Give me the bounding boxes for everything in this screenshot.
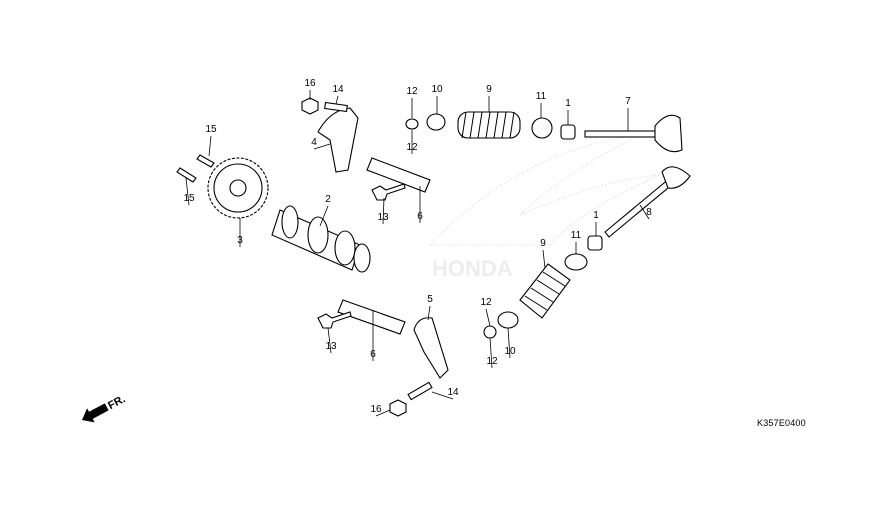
part-callout-4[interactable]: 4 <box>311 137 317 148</box>
part-callout-11[interactable]: 11 <box>571 230 582 241</box>
part-callout-1[interactable]: 1 <box>565 98 571 109</box>
part-callout-12[interactable]: 12 <box>480 297 492 308</box>
part-callout-6[interactable]: 6 <box>417 211 423 222</box>
spring-seat <box>531 117 553 139</box>
front-direction-label: FR. <box>106 393 127 412</box>
bolt <box>371 183 406 201</box>
bolt <box>317 311 352 329</box>
rocker-shaft <box>337 299 406 335</box>
part-callout-12[interactable]: 12 <box>406 142 418 153</box>
valve-spring <box>457 111 521 139</box>
valve-cotter <box>483 325 497 339</box>
part-callout-2[interactable]: 2 <box>325 194 331 205</box>
part-callout-3[interactable]: 3 <box>237 235 243 246</box>
leader-lines <box>185 90 650 417</box>
honda-wing-watermark: HONDA <box>428 134 661 281</box>
part-callout-11[interactable]: 11 <box>536 91 547 102</box>
part-callout-5[interactable]: 5 <box>427 294 433 305</box>
part-callout-10[interactable]: 10 <box>504 346 516 357</box>
part-callout-1[interactable]: 1 <box>593 210 599 221</box>
part-callout-12[interactable]: 12 <box>406 86 418 97</box>
valve-cotter <box>405 118 419 130</box>
stem-seal <box>560 124 576 140</box>
leader-line <box>327 327 332 354</box>
nut <box>301 97 319 115</box>
part-callout-13[interactable]: 13 <box>325 341 337 352</box>
cam-sprocket <box>207 157 269 219</box>
leader-line <box>382 197 385 225</box>
part-callout-12[interactable]: 12 <box>486 356 498 367</box>
front-direction-arrow-icon: FR. <box>82 393 127 423</box>
adjusting-screw <box>324 101 348 113</box>
leader-line <box>208 135 212 157</box>
stem-seal <box>587 235 603 251</box>
leader-line <box>431 391 454 400</box>
part-callout-6[interactable]: 6 <box>370 349 376 360</box>
spring-retainer <box>426 113 446 131</box>
honda-watermark-text: HONDA <box>432 256 513 281</box>
nut <box>389 399 407 417</box>
valve-intake <box>604 166 691 238</box>
rocker-arm <box>317 107 359 173</box>
rocker-arm <box>413 317 449 379</box>
part-callout-9[interactable]: 9 <box>540 238 546 249</box>
spring-seat <box>564 253 588 271</box>
leader-line <box>313 143 331 150</box>
bolt <box>196 154 215 168</box>
diagram-code: K357E0400 <box>757 418 806 428</box>
part-callout-9[interactable]: 9 <box>486 84 492 95</box>
part-callout-14[interactable]: 14 <box>332 84 344 95</box>
leader-line <box>319 205 329 227</box>
spring-retainer <box>497 311 519 329</box>
part-callout-10[interactable]: 10 <box>431 84 443 95</box>
part-callout-16[interactable]: 16 <box>370 404 382 415</box>
part-callout-13[interactable]: 13 <box>377 212 389 223</box>
adjusting-screw <box>407 381 433 401</box>
leader-line <box>485 308 491 327</box>
leader-line <box>489 337 493 369</box>
part-callout-15[interactable]: 15 <box>183 193 195 204</box>
leader-line <box>335 95 339 105</box>
leader-line <box>185 177 190 206</box>
part-callout-15[interactable]: 15 <box>205 124 217 135</box>
part-callout-16[interactable]: 16 <box>304 78 316 89</box>
valve-exhaust <box>584 114 683 153</box>
leader-line <box>542 249 546 269</box>
leader-line <box>639 204 650 220</box>
bolt <box>176 167 197 183</box>
leader-line <box>427 305 431 321</box>
rocker-shaft <box>366 157 431 193</box>
part-callout-14[interactable]: 14 <box>447 387 459 398</box>
camshaft <box>271 205 371 273</box>
leader-line <box>507 327 511 359</box>
valve-spring <box>519 263 571 319</box>
leader-line <box>375 409 391 417</box>
part-callout-7[interactable]: 7 <box>625 96 631 107</box>
part-callout-8[interactable]: 8 <box>646 207 652 218</box>
